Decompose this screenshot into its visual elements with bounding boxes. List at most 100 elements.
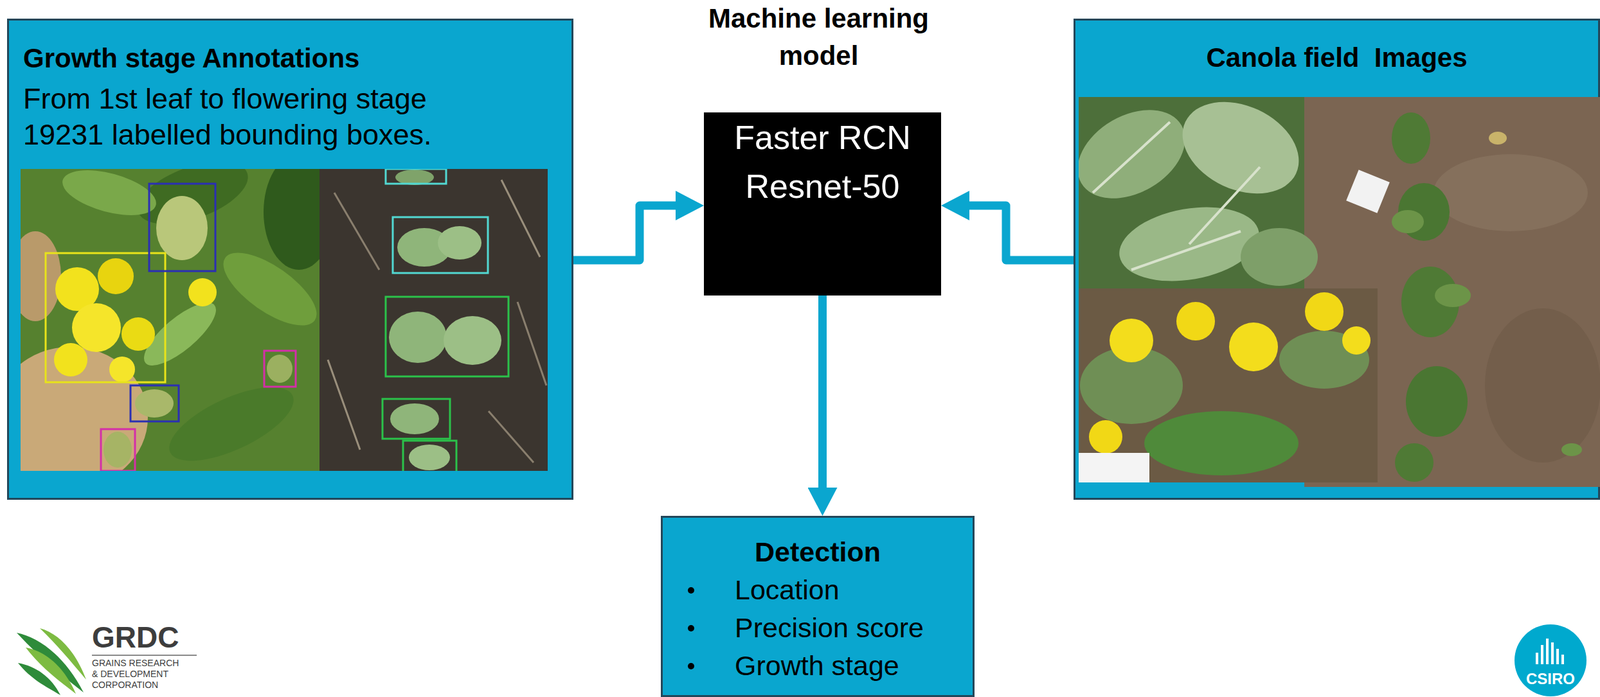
bounding-box	[45, 253, 166, 383]
bullet-item-row: Growth stage	[662, 647, 973, 686]
seedling	[390, 403, 440, 435]
bullet-item: Growth stage	[734, 647, 900, 686]
straw	[488, 411, 534, 463]
plant	[1434, 284, 1471, 308]
panel-title-row: Growth stage Annotations	[23, 42, 559, 75]
seedling	[443, 316, 502, 366]
seedling	[397, 228, 452, 267]
plant	[1405, 366, 1468, 438]
plant	[1401, 266, 1460, 338]
flower	[71, 303, 121, 353]
bounding-box	[392, 217, 488, 274]
soil	[1304, 97, 1600, 488]
bounding-box	[403, 440, 457, 472]
model-heading: Machine learning model	[683, 0, 954, 75]
bounding-box	[382, 399, 450, 440]
logo-wordmark: CSIRO	[1511, 670, 1590, 689]
panel-body-row: From 1st leaf to flowering stage 19231 l…	[23, 80, 559, 153]
flower-bud	[134, 389, 174, 418]
plant	[1391, 112, 1431, 164]
leaf	[263, 169, 320, 270]
seedling	[437, 226, 482, 260]
photo-ground	[319, 169, 548, 472]
leaf	[1279, 331, 1370, 389]
leaf	[212, 239, 320, 340]
soil-patch	[1433, 154, 1588, 232]
flower	[1304, 292, 1344, 332]
logo-bar	[1551, 642, 1554, 665]
bullet-item-row: Location	[662, 571, 973, 610]
flower-closeup	[1078, 288, 1378, 483]
seedling	[408, 444, 450, 471]
straw	[501, 179, 540, 258]
flower	[121, 317, 155, 351]
image-panel: Canola field Images	[1073, 18, 1600, 501]
flow-arrow	[960, 205, 1074, 261]
annotation-panel: Growth stage AnnotationsFrom 1st leaf to…	[7, 18, 574, 501]
straw	[327, 359, 360, 450]
logo-bar	[1546, 638, 1549, 665]
bounding-box	[264, 350, 296, 387]
flower	[1342, 326, 1371, 355]
output-box: DetectionLocationPrecision scoreGrowth s…	[660, 516, 975, 697]
dry-leaf	[1488, 131, 1507, 145]
leaf	[159, 372, 304, 472]
bullet-dot	[687, 587, 695, 594]
logo-leaf	[25, 647, 76, 695]
panel-title-row: Canola field Images	[1075, 41, 1599, 74]
panel-title: Canola field Images	[1205, 41, 1467, 74]
bullet-dot	[687, 625, 695, 632]
panel-title: Growth stage Annotations	[23, 42, 360, 75]
logo-leaf	[39, 628, 87, 681]
grass	[1144, 411, 1299, 476]
leaf	[1167, 97, 1314, 212]
logo-bar	[1556, 649, 1559, 665]
soil-patch	[1484, 308, 1600, 463]
leaf	[1240, 228, 1318, 287]
seedling	[388, 311, 447, 364]
logo-subtitle: GRAINS RESEARCH & DEVELOPMENT CORPORATIO…	[91, 658, 186, 692]
leaf	[1079, 347, 1183, 425]
flower-bud	[156, 196, 208, 261]
plant	[1391, 210, 1424, 234]
soil-patch	[20, 347, 148, 472]
photo-ground	[20, 169, 320, 472]
plant	[1398, 183, 1450, 242]
leaf	[57, 169, 161, 224]
bullet-item: Location	[734, 571, 840, 610]
flower	[1176, 302, 1215, 341]
soil-patch	[20, 231, 62, 322]
annotated-photo	[20, 169, 320, 472]
leaf	[134, 293, 225, 376]
bounding-box	[385, 296, 509, 377]
flower	[188, 278, 217, 307]
model-name-row: Faster RCN Resnet-50	[703, 113, 942, 211]
seedling	[395, 169, 434, 186]
flower-bud	[266, 354, 293, 384]
annotated-photo	[319, 169, 548, 472]
flow-arrow	[573, 205, 685, 261]
bounding-box	[385, 169, 447, 184]
bullet-item: Precision score	[734, 609, 924, 648]
logo-bar	[1561, 655, 1565, 665]
leaf-closeup	[1078, 97, 1305, 289]
output-title: Detection	[754, 532, 881, 572]
flow-arrow	[818, 295, 827, 497]
panel-body: From 1st leaf to flowering stage 19231 l…	[23, 80, 474, 153]
leaf-vein	[1092, 122, 1260, 270]
logo-wordmark: GRDC	[91, 620, 179, 655]
leaf	[129, 169, 257, 237]
straw	[517, 302, 547, 386]
bounding-box	[130, 385, 179, 422]
marker-card	[1346, 169, 1390, 214]
bullet-item-row: Precision score	[662, 609, 973, 648]
model-heading-row: Machine learning model	[683, 0, 954, 75]
logo-bar	[1540, 645, 1544, 665]
logo-bar	[1535, 653, 1539, 665]
bullet-dot	[687, 663, 695, 670]
flower	[1088, 420, 1123, 454]
flower	[1109, 318, 1154, 363]
flower	[97, 258, 134, 295]
straw	[334, 192, 380, 270]
